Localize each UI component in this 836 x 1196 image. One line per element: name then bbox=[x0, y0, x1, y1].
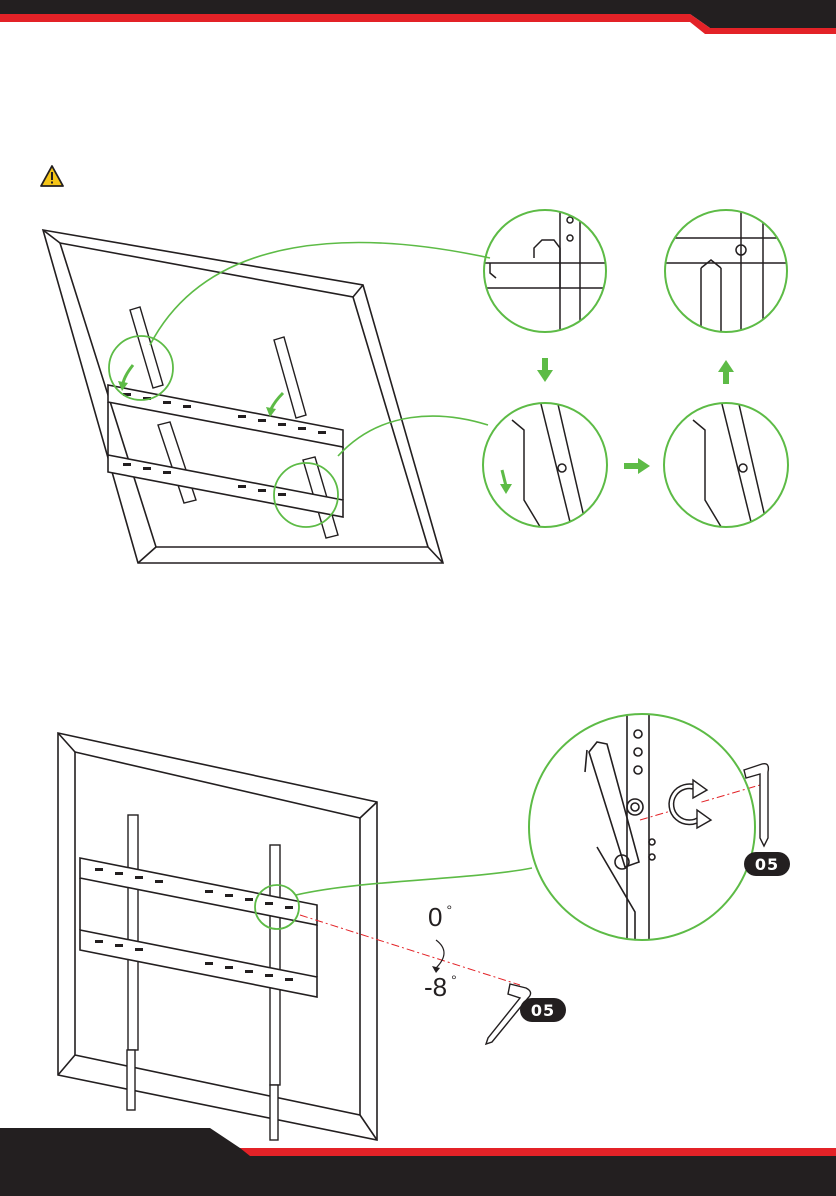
angle-bottom: -8° bbox=[424, 972, 457, 1003]
angle-top: 0° bbox=[428, 902, 452, 933]
detail-circle-large bbox=[527, 712, 757, 942]
angle-bottom-value: -8 bbox=[424, 972, 447, 1002]
tilt-curve-arrow-icon bbox=[428, 938, 458, 974]
angle-top-value: 0 bbox=[428, 902, 442, 932]
part-badge-upper: 05 bbox=[744, 852, 790, 876]
angle-top-degree: ° bbox=[446, 902, 452, 918]
part-badge-upper-label: 05 bbox=[755, 855, 779, 874]
part-badge-lower: 05 bbox=[520, 998, 566, 1022]
part-badge-lower-label: 05 bbox=[531, 1001, 555, 1020]
rotate-arrow-icon bbox=[671, 780, 711, 828]
footer-band bbox=[0, 1128, 836, 1196]
angle-bottom-degree: ° bbox=[451, 972, 457, 988]
allen-key-icon bbox=[740, 760, 780, 850]
